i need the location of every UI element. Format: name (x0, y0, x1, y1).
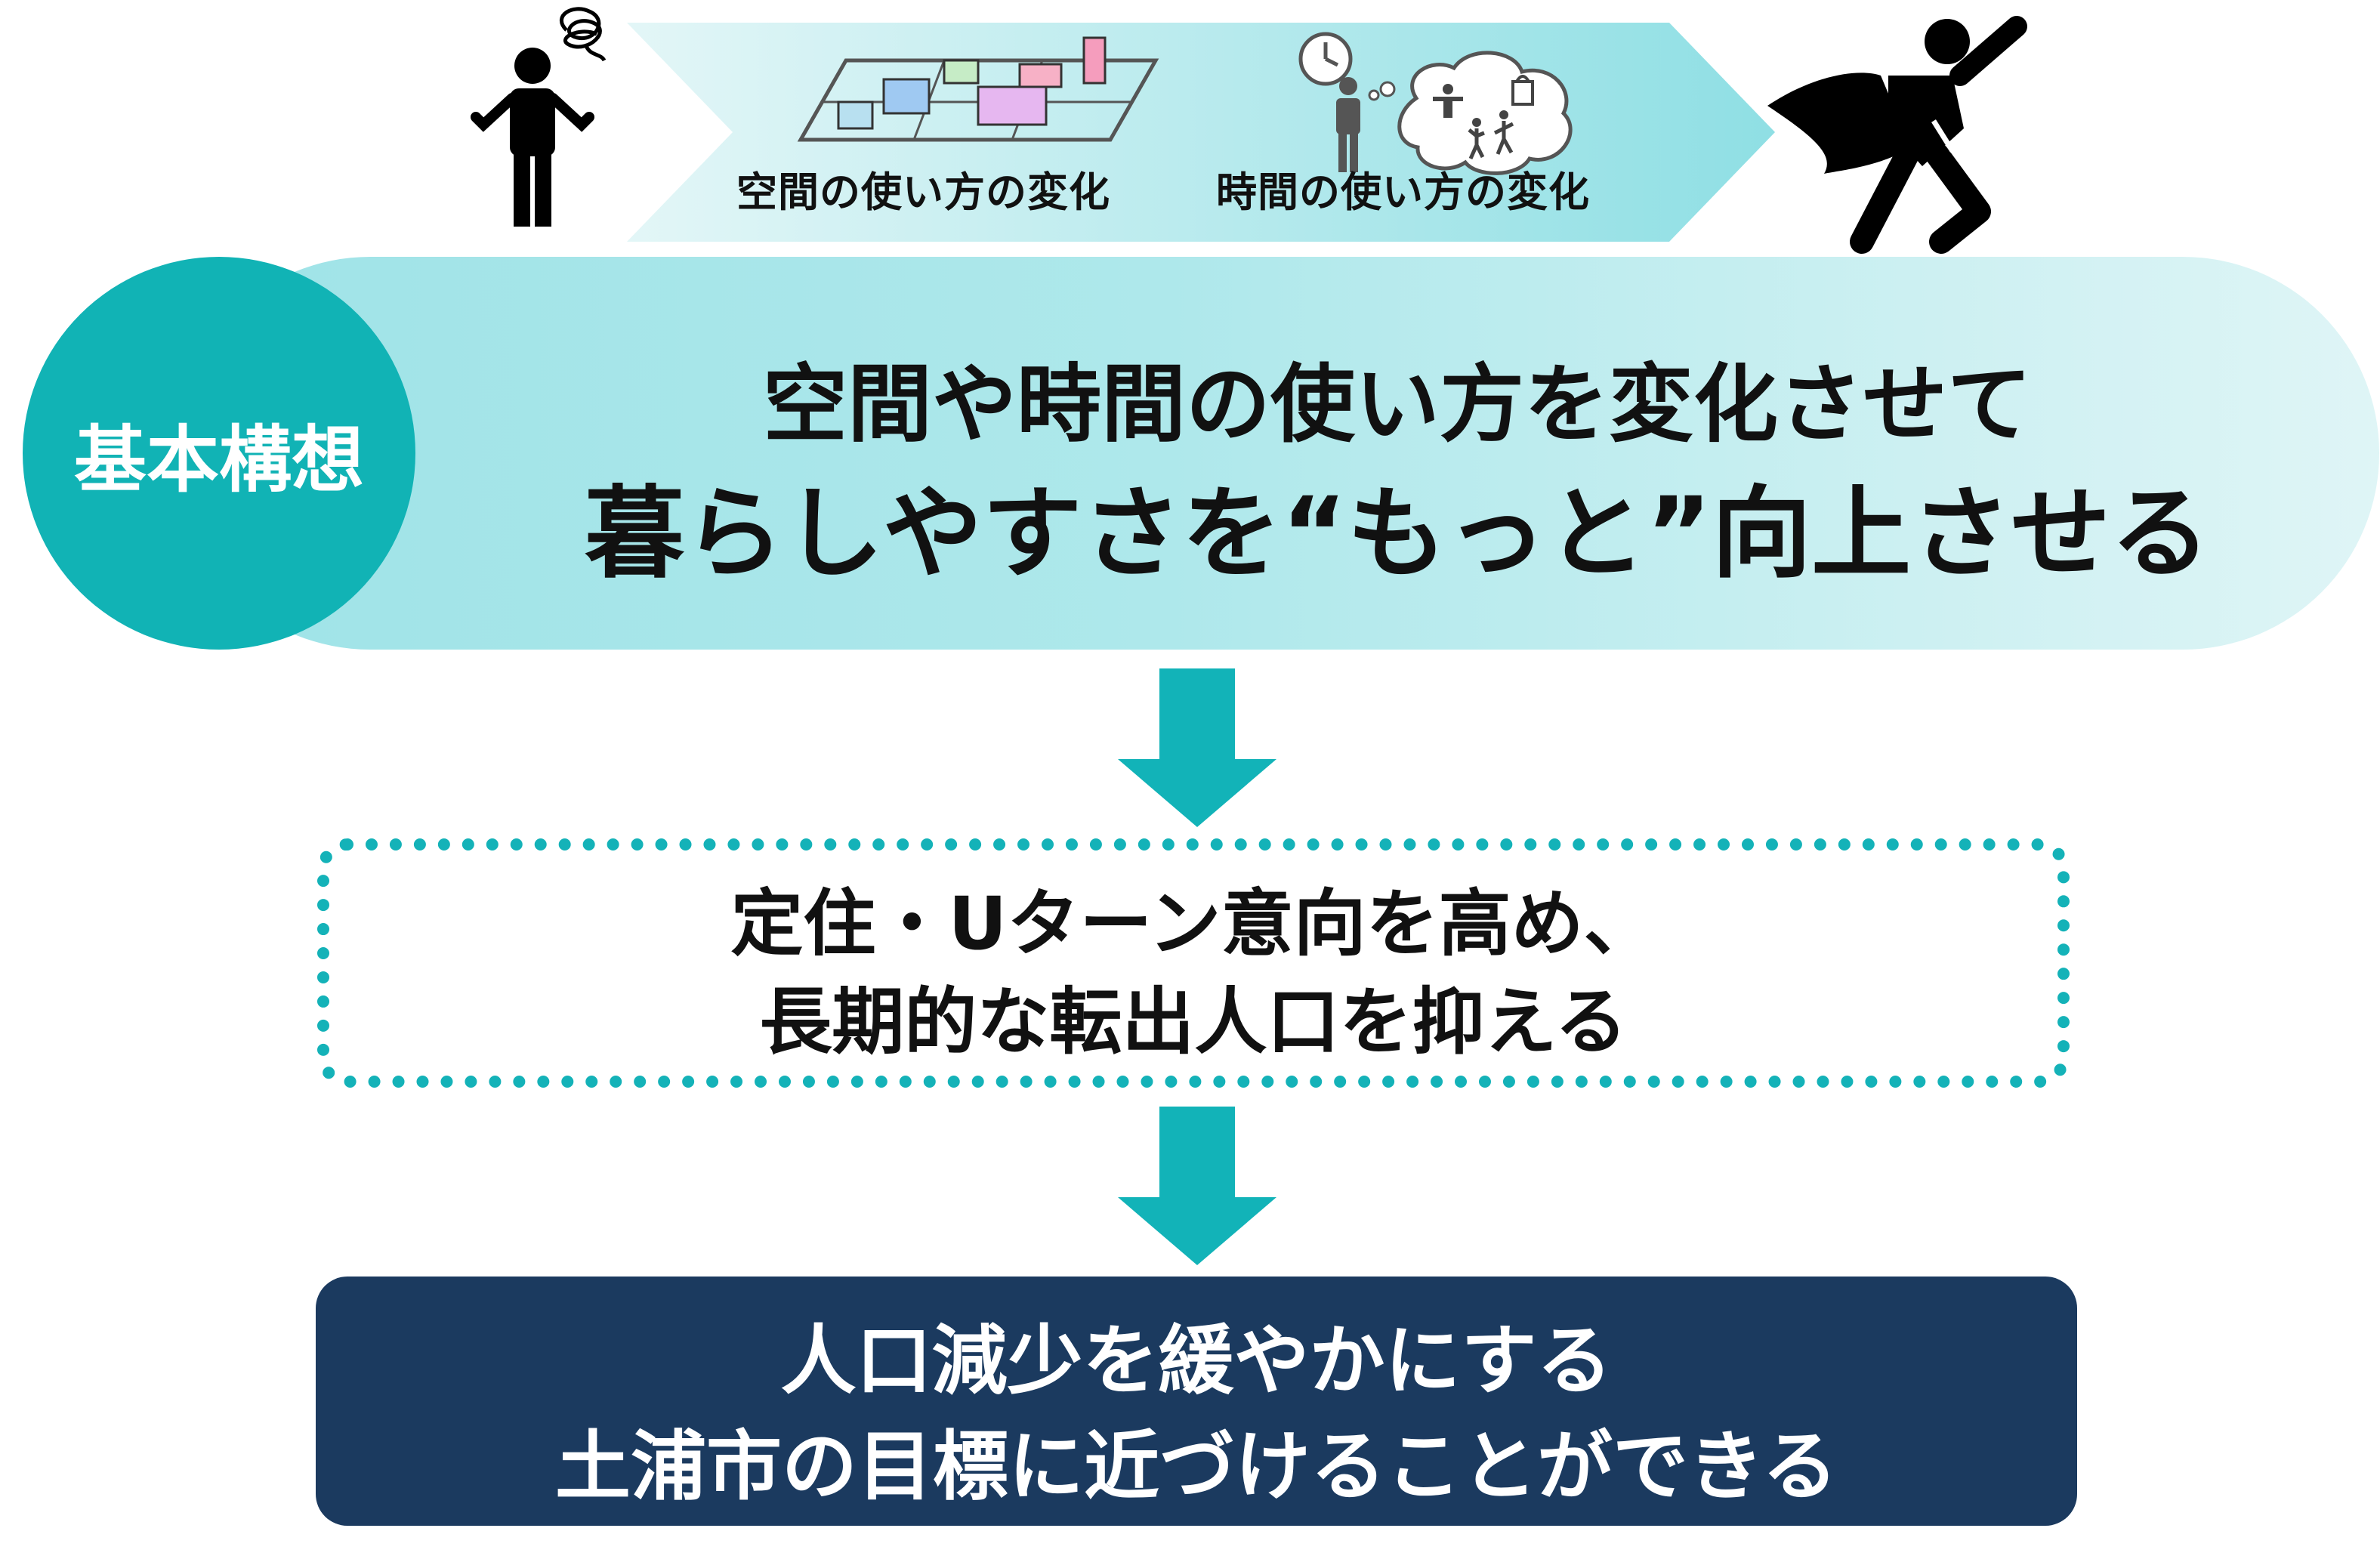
concept-line-1: 空間や時間の使い方を変化させて (763, 356, 2032, 454)
scribble-thought-icon (560, 7, 607, 62)
goal-line-1: 人口減少を緩やかにする (780, 1317, 1613, 1405)
intermediate-line-2: 長期的な転出人口を抑える (759, 980, 1628, 1064)
goal-line-2: 土浦市の目標に近づけることができる (555, 1422, 1838, 1511)
time-change-label: 時間の使い方の変化 (1216, 168, 1590, 216)
superhero-icon (1767, 16, 2027, 254)
down-arrow-icon (1118, 1107, 1276, 1265)
intermediate-effect-box (317, 838, 2070, 1088)
city-blocks-icon (797, 36, 1159, 142)
down-arrow-icon (1118, 668, 1276, 827)
confused-person-icon (471, 48, 594, 227)
thought-cloud-icon (1368, 51, 1573, 175)
space-change-label: 空間の使い方の変化 (736, 168, 1110, 216)
intermediate-line-1: 定住・Uターン意向を高め、 (730, 881, 1656, 966)
thinking-person-icon (1336, 77, 1360, 172)
concept-banner (174, 257, 2379, 650)
clock-icon (1298, 32, 1353, 86)
concept-line-2: 暮らしやすさを“もっと”向上させる (584, 476, 2211, 592)
goal-box (316, 1277, 2077, 1526)
basic-concept-badge: 基本構想 (23, 257, 415, 650)
basic-concept-label: 基本構想 (74, 417, 364, 502)
